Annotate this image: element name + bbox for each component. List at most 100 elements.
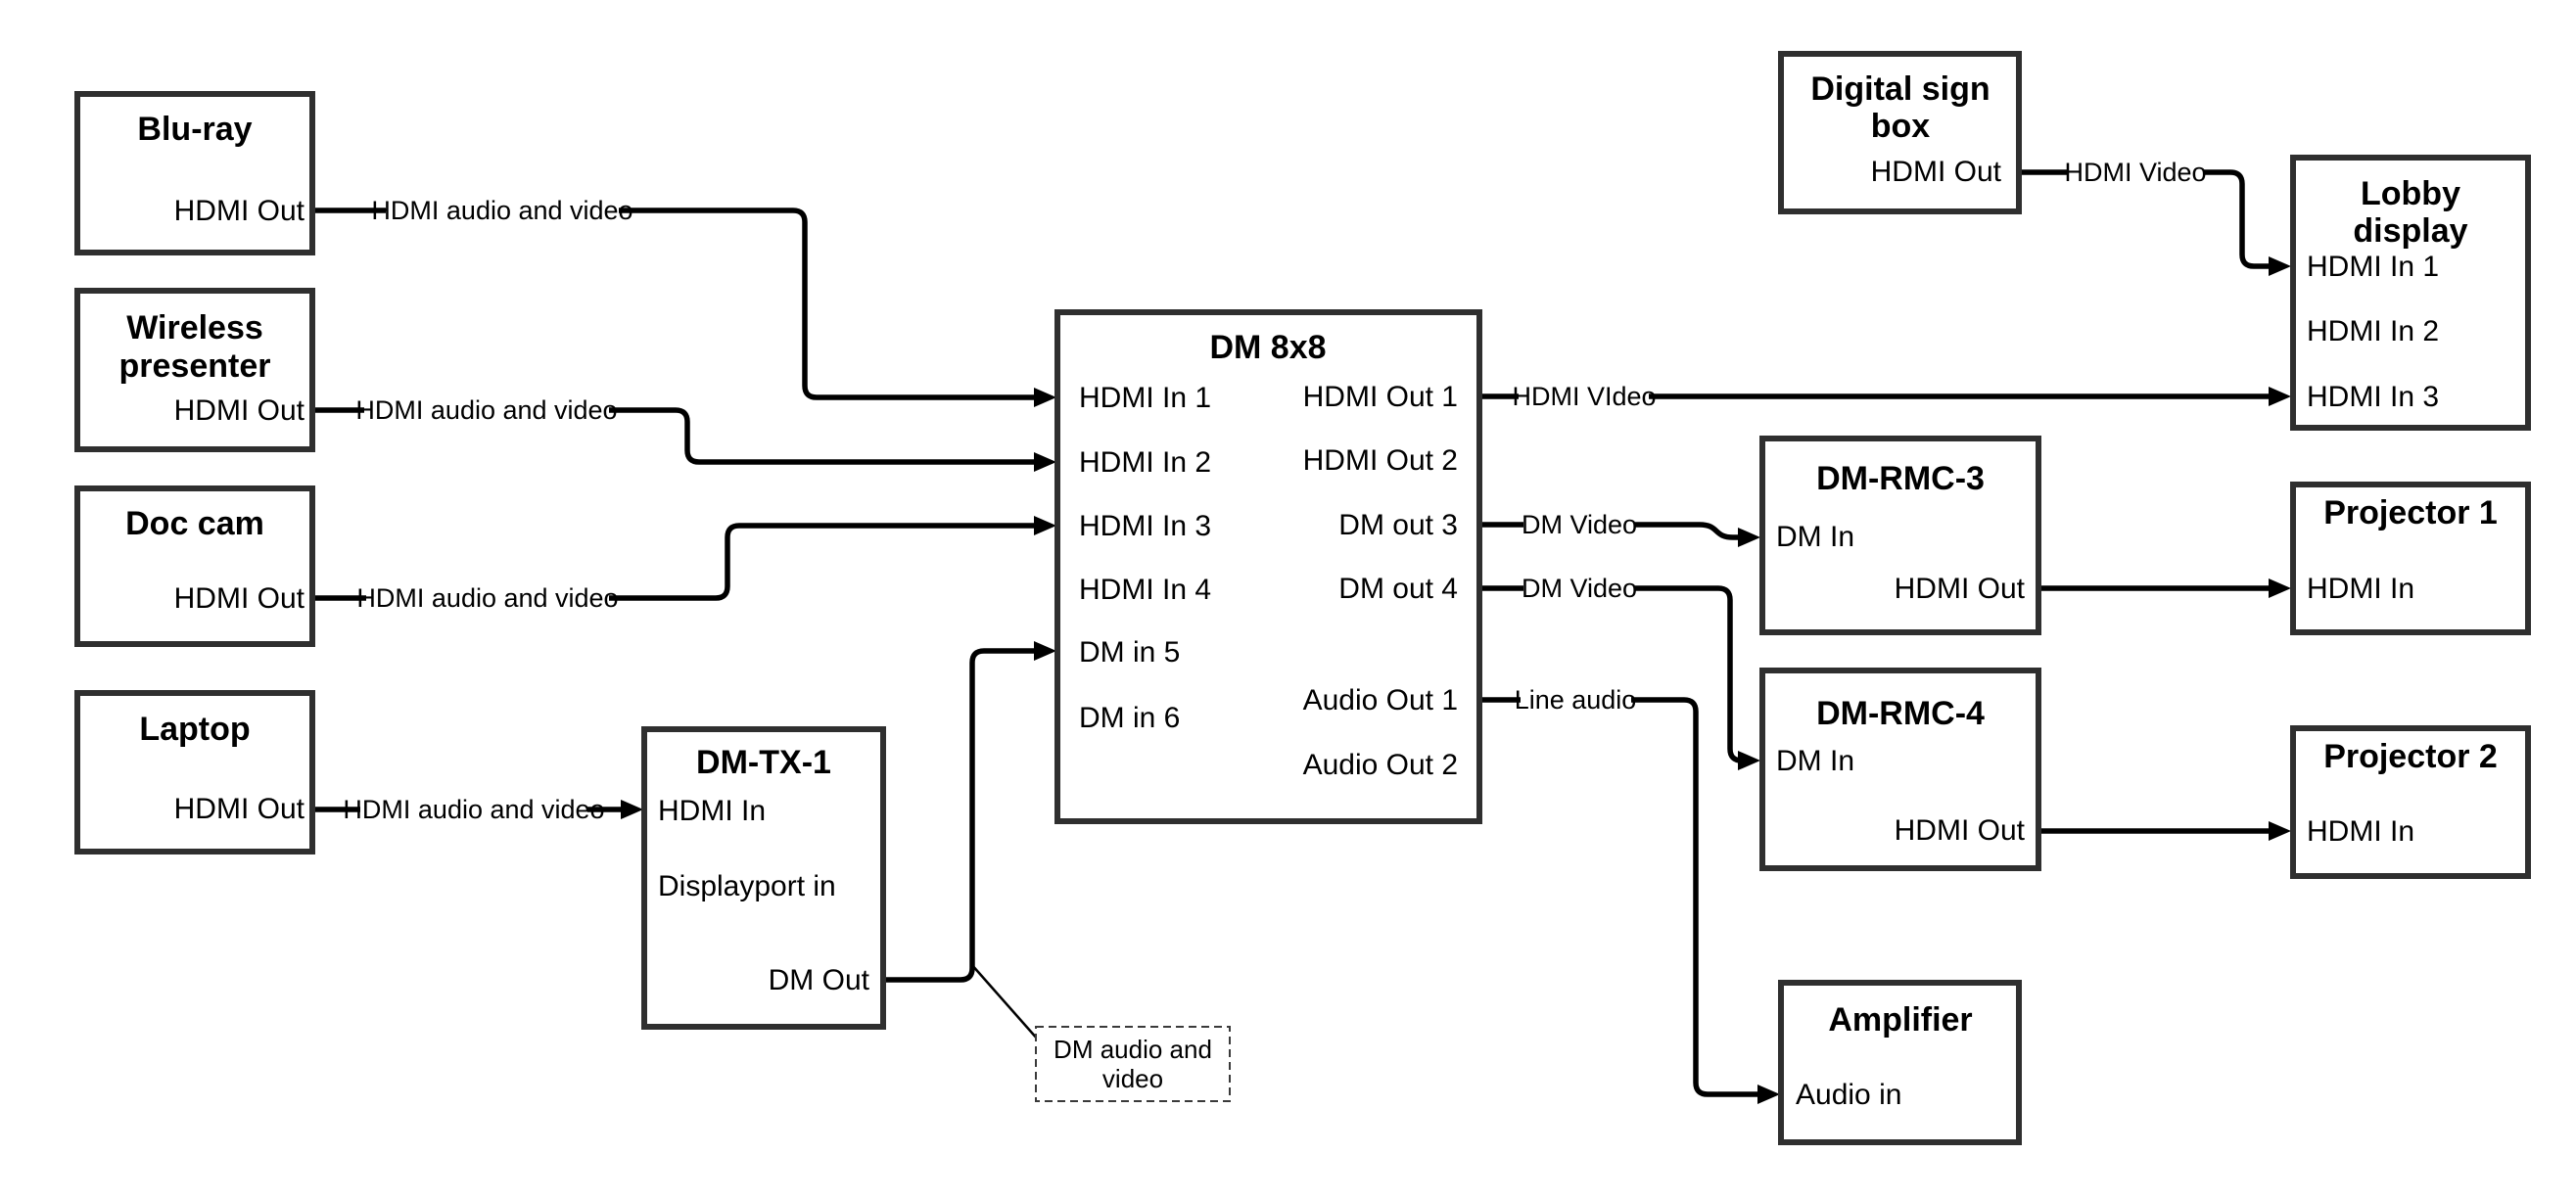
node-title: Doc cam: [125, 505, 264, 542]
node-dm-tx-1: DM-TX-1 HDMI In Displayport in DM Out: [641, 726, 886, 1030]
port-hdmi-in-2: HDMI In 2: [2307, 315, 2439, 347]
port-hdmi-out-1: HDMI Out 1: [1303, 381, 1458, 413]
note-box: [1035, 1026, 1231, 1102]
port-hdmi-out-2: HDMI Out 2: [1303, 444, 1458, 477]
port-hdmi-in-1: HDMI In 1: [1079, 382, 1211, 414]
laptop-box: [74, 690, 315, 855]
port-dm-in-6: DM in 6: [1079, 702, 1180, 734]
node-bluray: Blu-ray HDMI Out: [74, 91, 315, 255]
amplifier-box: [1778, 980, 2022, 1145]
edge-bluray-line: [619, 208, 1046, 400]
node-title: DM 8x8: [1209, 329, 1326, 366]
arrowhead: [2269, 387, 2291, 406]
edge-dm8x8-audio1-to-amplifier: Line audio: [1479, 685, 1780, 1104]
dm8x8-box: [1054, 309, 1482, 824]
bluray-box: [74, 91, 315, 255]
lobby-box: [2290, 155, 2531, 431]
port-dm-out-3: DM out 3: [1338, 509, 1458, 541]
edge-label: HDMI audio and video: [371, 196, 632, 225]
arrowhead: [1738, 528, 1760, 547]
node-projector-1: Projector 1 HDMI In: [2290, 482, 2531, 635]
arrowhead: [2269, 578, 2291, 598]
edge-doccam-line: [609, 523, 1046, 601]
port-hdmi-out: HDMI Out: [1895, 573, 2026, 605]
node-digital-sign-box: Digital sign box HDMI Out: [1778, 51, 2022, 214]
node-dm-8x8: DM 8x8 HDMI In 1 HDMI In 2 HDMI In 3 HDM…: [1054, 309, 1482, 824]
node-title: Blu-ray: [137, 111, 252, 148]
port-dm-in-5: DM in 5: [1079, 636, 1180, 669]
edge-label: HDMI audio and video: [355, 395, 617, 425]
doccam-box: [74, 485, 315, 647]
edge-dm8x8-out4-to-dmrmc4: DM Video: [1479, 574, 1760, 770]
edge-label: HDMI audio and video: [343, 795, 604, 824]
port-hdmi-out: HDMI Out: [1895, 814, 2026, 847]
node-dm-rmc-3: DM-RMC-3 DM In HDMI Out: [1759, 436, 2041, 635]
note-leader-line: [970, 963, 1039, 1040]
port-hdmi-out: HDMI Out: [174, 195, 305, 227]
dmtx1-box: [641, 726, 886, 1030]
node-title-line2: presenter: [119, 347, 271, 385]
edge-out4-line: [1635, 585, 1743, 763]
note-text-line1: DM audio and: [1054, 1035, 1212, 1064]
edge-doccam-to-dm8x8-in3: HDMI audio and video: [312, 516, 1056, 613]
projector1-box: [2290, 482, 2531, 635]
arrowhead: [621, 800, 643, 819]
node-title-line1: Wireless: [126, 309, 263, 346]
edge-wireless-line: [609, 407, 1046, 465]
node-title-line2: display: [2353, 212, 2467, 250]
edge-digitalsign-to-lobby-in1: HDMI Video: [2019, 158, 2291, 276]
edges: HDMI audio and video HDMI audio and vide…: [312, 158, 2291, 1104]
arrowhead: [1034, 641, 1056, 661]
edge-label: HDMI Video: [2064, 158, 2206, 187]
port-audio-out-2: Audio Out 2: [1303, 749, 1458, 781]
edge-dmrmc3-to-projector1: [2038, 578, 2291, 598]
arrowhead: [2269, 256, 2291, 276]
node-title: DM-RMC-3: [1816, 460, 1985, 497]
dmrmc3-box: [1759, 436, 2041, 635]
port-hdmi-in: HDMI In: [2307, 573, 2414, 605]
projector2-box: [2290, 725, 2531, 879]
node-title: Laptop: [139, 711, 250, 748]
port-hdmi-out: HDMI Out: [1871, 156, 2002, 188]
edge-out3-line: [1635, 522, 1739, 540]
edge-label: HDMI VIdeo: [1512, 382, 1656, 411]
arrowhead: [1738, 751, 1760, 770]
node-lobby-display: Lobby display HDMI In 1 HDMI In 2 HDMI I…: [2290, 155, 2531, 431]
port-hdmi-in-2: HDMI In 2: [1079, 446, 1211, 479]
node-title: Projector 2: [2323, 738, 2498, 775]
port-dm-out-4: DM out 4: [1338, 573, 1458, 605]
port-hdmi-out: HDMI Out: [174, 582, 305, 615]
edge-label: DM Video: [1522, 510, 1637, 539]
arrowhead: [2269, 821, 2291, 841]
node-title-line1: Digital sign: [1810, 70, 1990, 108]
digitalsign-box: [1778, 51, 2022, 214]
edge-dmtx1-line: [883, 648, 1046, 983]
arrowhead: [1034, 452, 1056, 472]
edge-label: HDMI audio and video: [356, 583, 618, 613]
edge-dmrmc4-to-projector2: [2038, 821, 2291, 841]
node-laptop: Laptop HDMI Out: [74, 690, 315, 855]
port-dm-out: DM Out: [769, 964, 870, 996]
wireless-box: [74, 288, 315, 452]
edge-label: DM Video: [1522, 574, 1637, 603]
port-dm-in: DM In: [1776, 745, 1854, 777]
port-hdmi-in-4: HDMI In 4: [1079, 574, 1211, 606]
edge-laptop-to-dmtx1: HDMI audio and video: [312, 795, 643, 824]
node-title: DM-TX-1: [696, 744, 831, 781]
port-dm-in: DM In: [1776, 521, 1854, 553]
port-hdmi-in-1: HDMI In 1: [2307, 251, 2439, 283]
edge-audio1-line: [1631, 697, 1758, 1097]
arrowhead: [1034, 388, 1056, 407]
edge-dm8x8-out3-to-dmrmc3: DM Video: [1479, 510, 1760, 547]
edge-dm8x8-out1-to-lobby-in3: HDMI VIdeo: [1479, 382, 2291, 411]
port-hdmi-out: HDMI Out: [174, 394, 305, 427]
node-title: DM-RMC-4: [1816, 695, 1985, 732]
edge-wireless-to-dm8x8-in2: HDMI audio and video: [312, 395, 1056, 472]
edge-label: Line audio: [1515, 685, 1637, 715]
edge-dmtx1-to-dm8x8-in5: [883, 641, 1056, 983]
port-hdmi-in-3: HDMI In 3: [1079, 510, 1211, 542]
edge-bluray-to-dm8x8-in1: HDMI audio and video: [312, 196, 1056, 407]
edge-sign-line: [2203, 169, 2270, 269]
note-text-line2: video: [1102, 1064, 1163, 1093]
